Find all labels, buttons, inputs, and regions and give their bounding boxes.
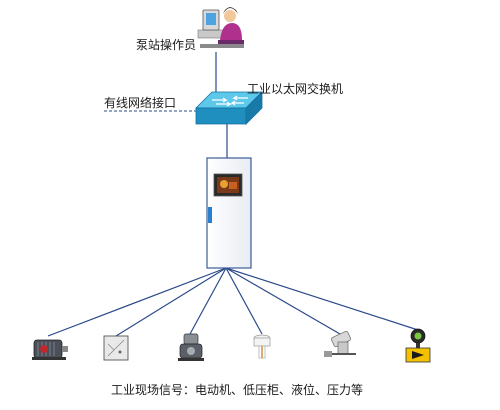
wired-port-label: 有线网络接口 [104, 96, 177, 110]
panel-icon [103, 335, 129, 361]
flow-meter-icon [405, 328, 431, 363]
field-link-pump [189, 267, 227, 335]
level-sensor-icon [253, 334, 271, 359]
switch-label: 工业以太网交换机 [247, 82, 344, 96]
operator-label: 泵站操作员 [136, 38, 197, 52]
field-signals-label: 工业现场信号：电动机、低压柜、液位、压力等 [111, 383, 364, 397]
cabinet-icon [206, 157, 252, 269]
operator-icon [197, 7, 244, 48]
motor-icon [32, 339, 68, 360]
field-link-motor [47, 267, 227, 337]
pressure-transmitter-icon [324, 330, 356, 357]
field-link-panel [115, 267, 227, 337]
connection-lines [47, 52, 419, 337]
pump-icon [178, 333, 204, 361]
field-link-level [225, 267, 263, 335]
switch-icon [195, 91, 263, 125]
field-link-flow [225, 267, 419, 331]
field-link-pressure [225, 267, 341, 335]
